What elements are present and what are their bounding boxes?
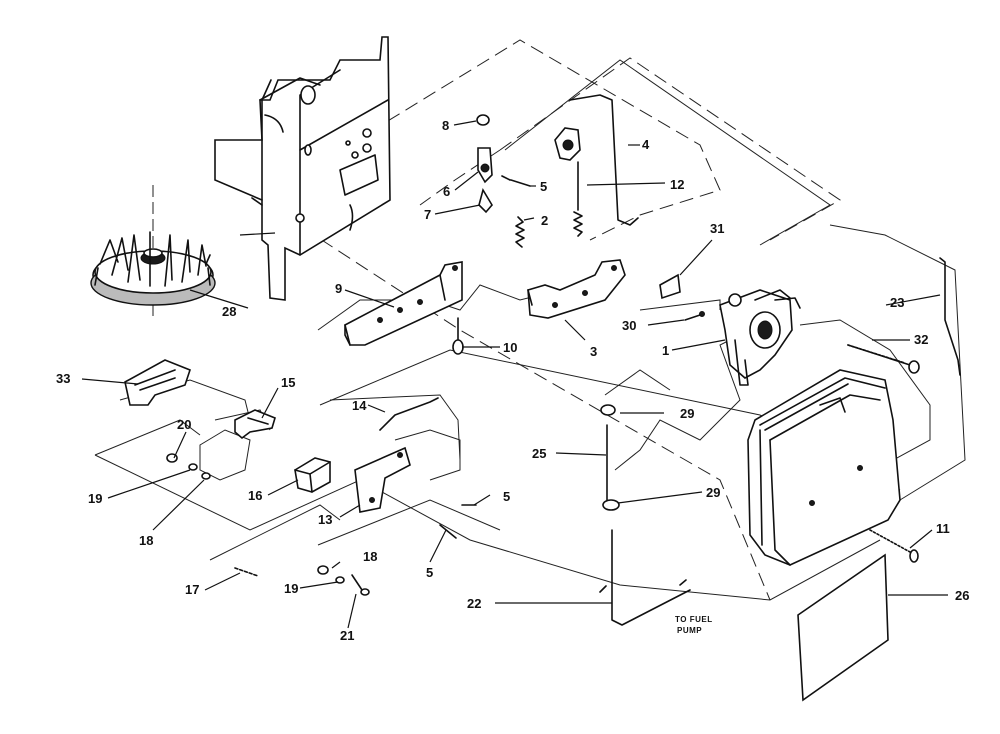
governor-lever-assembly: [476, 114, 531, 214]
callout-14: 14: [352, 398, 367, 413]
wire-link-4: [554, 94, 639, 226]
callout-28: 28: [222, 304, 236, 319]
callout-33: 33: [56, 371, 70, 386]
clip-31: [659, 273, 681, 300]
wire-14: [379, 397, 439, 431]
callout-6: 6: [443, 184, 450, 199]
mounting-plate: [214, 36, 391, 301]
note-line-1: TO FUEL: [675, 615, 713, 624]
callout-13: 13: [318, 512, 332, 527]
callout-18b: 18: [363, 549, 377, 564]
callout-26: 26: [955, 588, 969, 603]
bracket-15: [234, 409, 276, 440]
fuel-pump-note: TO FUEL PUMP: [675, 615, 713, 635]
callout-8: 8: [442, 118, 449, 133]
bracket-9: [344, 261, 463, 346]
callout-23: 23: [890, 295, 904, 310]
callout-20: 20: [177, 417, 191, 432]
callout-19b: 19: [284, 581, 298, 596]
screw-30: [684, 311, 705, 321]
bracket-13: [354, 446, 411, 513]
blower-fan-28: [90, 185, 216, 316]
callout-2: 2: [541, 213, 548, 228]
callout-labels: 1 2 3 4 5 5 5 6 7 8 9 10 11 12 13 14 15 …: [56, 118, 969, 643]
screw-11: [869, 529, 919, 563]
block-16: [294, 457, 331, 493]
air-cleaner-housing: [747, 369, 901, 566]
fuel-line-assembly: [599, 404, 691, 626]
pin-17: [234, 567, 259, 577]
screws-5: [439, 504, 477, 539]
carburetor-1: [719, 289, 801, 386]
callout-10: 10: [503, 340, 517, 355]
callout-19a: 19: [88, 491, 102, 506]
callout-9: 9: [335, 281, 342, 296]
callout-25: 25: [532, 446, 546, 461]
callout-11: 11: [936, 521, 950, 536]
callout-17: 17: [185, 582, 199, 597]
throttle-bracket-3: [527, 259, 626, 319]
spring-12: [573, 161, 583, 237]
callout-18a: 18: [139, 533, 153, 548]
callout-5b: 5: [503, 489, 510, 504]
link-rod-10: [452, 317, 464, 355]
leader-lines: [81, 120, 948, 629]
callout-5a: 5: [540, 179, 547, 194]
note-line-2: PUMP: [677, 626, 702, 635]
hardware-small: [166, 453, 370, 596]
spring-2: [515, 216, 525, 248]
callout-4: 4: [642, 137, 650, 152]
callout-16: 16: [248, 488, 262, 503]
callout-7: 7: [424, 207, 431, 222]
callout-15: 15: [281, 375, 295, 390]
callout-5c: 5: [426, 565, 433, 580]
callout-1: 1: [662, 343, 669, 358]
shroud-33: [124, 359, 191, 406]
callout-12: 12: [670, 177, 684, 192]
callout-31: 31: [710, 221, 724, 236]
callout-22: 22: [467, 596, 481, 611]
callout-32: 32: [914, 332, 928, 347]
rod-23: [939, 257, 961, 376]
phantom-lines: [94, 39, 966, 601]
callout-29b: 29: [706, 485, 720, 500]
callout-30: 30: [622, 318, 636, 333]
filter-element-26: [797, 553, 889, 702]
callout-3: 3: [590, 344, 597, 359]
callout-21: 21: [340, 628, 354, 643]
bolt-32: [847, 344, 920, 374]
callout-29a: 29: [680, 406, 694, 421]
